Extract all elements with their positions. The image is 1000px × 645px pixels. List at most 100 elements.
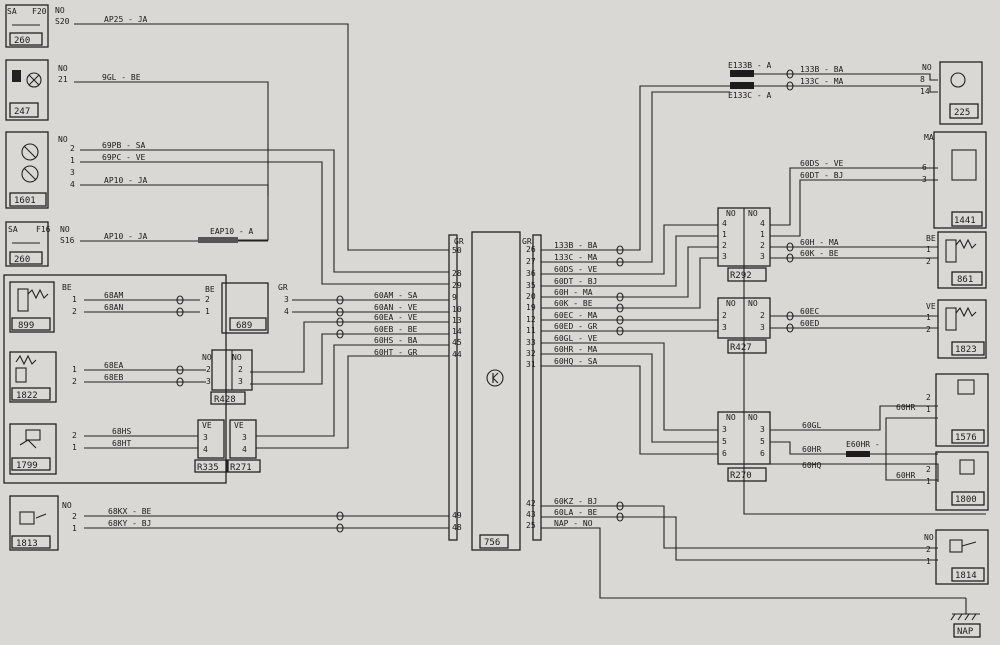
- label-pin: 2: [205, 295, 210, 304]
- label-pin: 3: [203, 433, 208, 442]
- label-no: NO: [202, 353, 212, 362]
- module-756[interactable]: GR GR 756: [448, 231, 542, 551]
- wire-label: 60H - MA: [554, 288, 593, 297]
- wire-label: 69PB - SA: [102, 141, 146, 150]
- component-id: R335: [197, 463, 219, 473]
- label-pin: 2: [722, 241, 727, 250]
- component-1814[interactable]: NO 2 1 1814: [924, 529, 989, 585]
- component-1823[interactable]: VE 1 2 1823: [926, 299, 987, 359]
- component-id: NAP: [957, 627, 974, 637]
- component-1822[interactable]: 1 2 1822: [9, 351, 77, 403]
- label-f16: F16: [36, 225, 51, 234]
- label-pin: 4: [722, 219, 727, 228]
- wire-label: 68HS: [112, 427, 131, 436]
- wire-label: 60EB - BE: [374, 325, 418, 334]
- label-pin: 4: [70, 180, 75, 189]
- svg-text:10: 10: [452, 305, 462, 314]
- component-1813[interactable]: NO 2 1 1813: [9, 495, 77, 551]
- wire-label: 68KX - BE: [108, 507, 152, 516]
- component-1576[interactable]: 2 1 1576: [926, 373, 989, 447]
- component-689[interactable]: BE GR 2 1 3 4 689: [205, 282, 289, 334]
- label-pin: 21: [58, 75, 68, 84]
- label-pin: 1: [926, 313, 931, 322]
- wire-label: 133C - MA: [554, 253, 598, 262]
- label-pin: 5: [760, 437, 765, 446]
- component-id: 899: [18, 321, 34, 331]
- relay-r270[interactable]: NO NO 3 5 6 3 5 6 R270: [717, 411, 771, 482]
- relay-r271[interactable]: VE 3 4 R271: [227, 419, 261, 473]
- splice-eap10: [198, 237, 238, 243]
- label-f20: F20: [32, 7, 47, 16]
- label-pin: 3: [722, 323, 727, 332]
- svg-text:27: 27: [526, 257, 536, 266]
- label-no: NO: [62, 501, 72, 510]
- label-no: NO: [748, 299, 758, 308]
- component-260-top[interactable]: SA F20 NO S20 260: [5, 4, 70, 48]
- label-pin: 1: [760, 230, 765, 239]
- hand-icon: [12, 70, 21, 82]
- svg-text:42: 42: [526, 499, 536, 508]
- wire-label: 60HS - BA: [374, 336, 418, 345]
- ground-nap[interactable]: NAP: [950, 598, 981, 638]
- component-id: 756: [484, 538, 500, 548]
- wire-label: 133B - BA: [800, 65, 844, 74]
- component-1601[interactable]: NO 2 1 3 4 1601: [5, 131, 75, 209]
- wire-label: 60EA - VE: [374, 313, 418, 322]
- wire-label: 60HQ: [802, 461, 821, 470]
- wire-label: 60HQ - SA: [554, 357, 598, 366]
- label-pin: 4: [760, 219, 765, 228]
- component-id: 1799: [16, 461, 38, 471]
- label-pin: 5: [722, 437, 727, 446]
- svg-text:36: 36: [526, 269, 536, 278]
- label-pin: 3: [722, 252, 727, 261]
- component-1799[interactable]: 2 1 1799: [9, 423, 77, 475]
- label-color: MA: [924, 133, 934, 142]
- wire-label: 133C - MA: [800, 77, 844, 86]
- label-no: NO: [726, 299, 736, 308]
- label-color: GR: [454, 237, 464, 246]
- component-id: 260: [14, 36, 30, 46]
- wire-label: 68HT: [112, 439, 131, 448]
- module-symbol-icon: [486, 369, 504, 387]
- wire-label: 60LA - BE: [554, 508, 598, 517]
- wire-label: 60KZ - BJ: [554, 497, 597, 506]
- svg-text:26: 26: [526, 245, 536, 254]
- component-id: 247: [14, 107, 30, 117]
- relay-r335[interactable]: VE 3 4 R335: [194, 419, 228, 473]
- module-symbol-icon: [950, 72, 966, 88]
- component-899[interactable]: BE 1 2 899: [9, 281, 77, 333]
- label-pin: 3: [70, 168, 75, 177]
- svg-text:31: 31: [526, 360, 536, 369]
- component-id: 1800: [955, 495, 977, 505]
- component-1800[interactable]: 2 1 1800: [926, 451, 989, 511]
- label-no: NO: [58, 64, 68, 73]
- label-pin: 1: [72, 524, 77, 533]
- wire-label: 60HR: [896, 403, 915, 412]
- svg-text:29: 29: [452, 281, 462, 290]
- label-color: VE: [234, 421, 244, 430]
- wire-label: 60HR: [802, 445, 821, 454]
- svg-text:12: 12: [526, 315, 536, 324]
- component-225[interactable]: NO 8 14 225: [920, 61, 983, 125]
- component-id: 1576: [955, 433, 977, 443]
- label-pin: 3: [722, 425, 727, 434]
- component-id: 1601: [14, 196, 36, 206]
- component-id: 1822: [16, 391, 38, 401]
- wire-label: 60H - MA: [800, 238, 839, 247]
- svg-text:13: 13: [452, 316, 462, 325]
- label-pin: 1: [70, 156, 75, 165]
- wire-label: AP25 - JA: [104, 15, 148, 24]
- label-pin: 6: [760, 449, 765, 458]
- svg-text:32: 32: [526, 349, 536, 358]
- component-861[interactable]: BE 1 2 861: [926, 231, 987, 289]
- wire-label: 60EC - MA: [554, 311, 598, 320]
- component-247[interactable]: NO 21 247: [5, 59, 68, 121]
- relay-r428[interactable]: NO NO 2 3 2 3 R428: [202, 349, 253, 405]
- label-pin: 2: [72, 512, 77, 521]
- label-pin: 4: [203, 445, 208, 454]
- component-260-bottom[interactable]: SA F16 NO S16 260: [5, 221, 75, 267]
- svg-text:19: 19: [526, 303, 536, 312]
- svg-text:14: 14: [452, 327, 462, 336]
- label-pin: 2: [926, 257, 931, 266]
